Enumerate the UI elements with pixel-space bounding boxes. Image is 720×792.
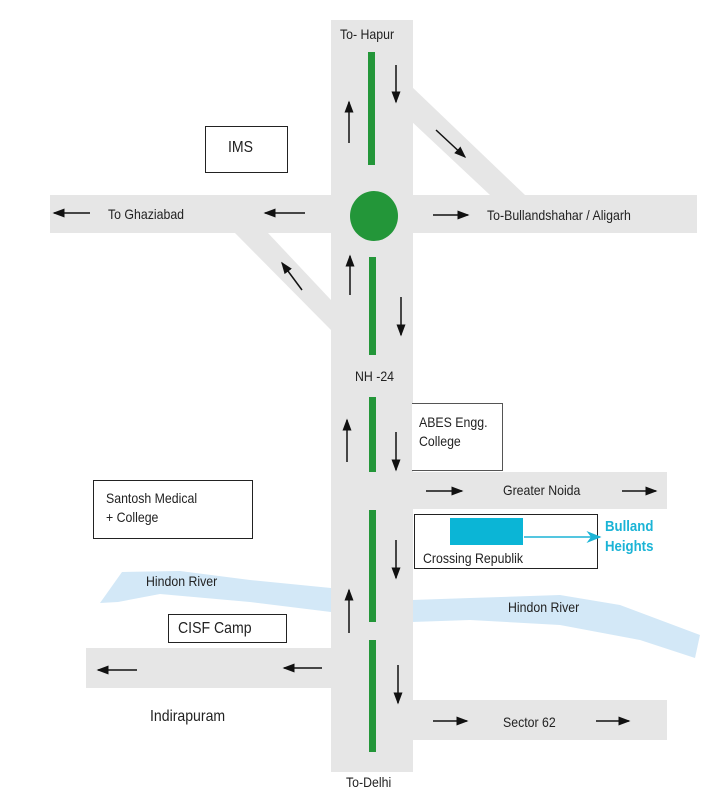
label-to-ghaziabad: To Ghaziabad bbox=[108, 206, 185, 222]
label-indirapuram: Indirapuram bbox=[150, 708, 226, 725]
crossing-republik-box: Crossing Republik bbox=[414, 514, 598, 569]
label-to-hapur: To- Hapur bbox=[340, 26, 395, 42]
abes-box: ABES Engg. College bbox=[412, 403, 503, 471]
label-hindon-river-right: Hindon River bbox=[508, 599, 580, 615]
hindon-river-left bbox=[100, 571, 331, 612]
divider bbox=[368, 52, 375, 165]
divider bbox=[369, 510, 376, 622]
bulland-heights-line1: Bulland bbox=[605, 518, 654, 535]
ims-box: IMS bbox=[205, 126, 288, 173]
label-hindon-river-left: Hindon River bbox=[146, 573, 218, 589]
label-nh24: NH -24 bbox=[355, 368, 395, 384]
santosh-label-2: + College bbox=[106, 509, 159, 525]
cisf-box: CISF Camp bbox=[168, 614, 287, 643]
label-greater-noida: Greater Noida bbox=[503, 482, 581, 498]
abes-label-1: ABES Engg. bbox=[419, 414, 488, 430]
diagonal-road-sw bbox=[235, 233, 331, 330]
bulland-heights-marker bbox=[450, 518, 523, 545]
divider bbox=[369, 397, 376, 472]
ims-label: IMS bbox=[228, 139, 254, 156]
divider bbox=[369, 257, 376, 355]
bulland-heights-line2: Heights bbox=[605, 538, 654, 555]
bulland-heights-label[interactable]: Bulland Heights bbox=[605, 517, 653, 557]
label-to-bullandshahar: To-Bullandshahar / Aligarh bbox=[487, 207, 631, 223]
hindon-river-right bbox=[412, 595, 700, 658]
divider bbox=[369, 640, 376, 752]
label-to-delhi: To-Delhi bbox=[346, 774, 392, 790]
roundabout bbox=[350, 191, 398, 241]
santosh-label-1: Santosh Medical bbox=[106, 490, 198, 506]
santosh-box: Santosh Medical + College bbox=[93, 480, 253, 539]
abes-label-2: College bbox=[419, 433, 461, 449]
label-sector62: Sector 62 bbox=[503, 714, 556, 730]
traffic-arrows bbox=[52, 65, 658, 726]
cisf-label: CISF Camp bbox=[178, 620, 252, 637]
diagonal-road-ne bbox=[410, 85, 525, 195]
crossing-republik-label: Crossing Republik bbox=[423, 550, 523, 566]
